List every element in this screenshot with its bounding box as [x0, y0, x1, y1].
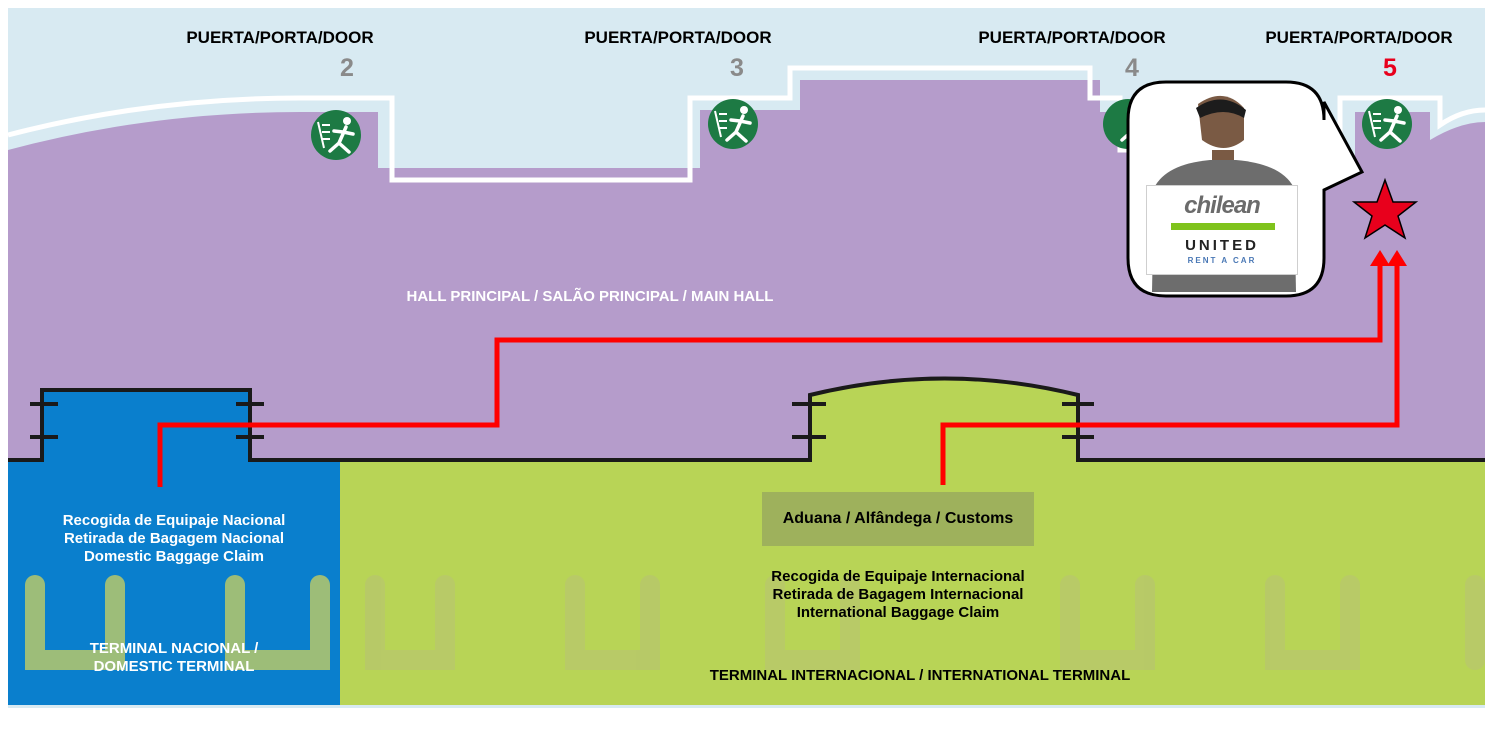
sign-stripe — [1171, 223, 1275, 230]
carousel — [765, 575, 860, 670]
carousel — [365, 575, 455, 670]
route-arrowhead — [1387, 250, 1407, 266]
door-5-label: PUERTA/PORTA/DOOR — [1265, 28, 1453, 47]
international-terminal-label: TERMINAL INTERNACIONAL / INTERNATIONAL T… — [709, 667, 1131, 684]
sign-brand-rent-a-car: RENT A CAR — [1187, 256, 1257, 265]
route-international — [940, 262, 1400, 485]
domestic-baggage-claim-pt: Retirada de Bagagem Nacional — [63, 530, 285, 547]
wall-international — [340, 376, 1485, 462]
door-5-number: 5 — [1383, 54, 1397, 82]
international-baggage-claim-pt: Retirada de Bagagem Internacional — [772, 586, 1024, 603]
door-3-label: PUERTA/PORTA/DOOR — [584, 28, 772, 47]
carousel — [1265, 575, 1360, 670]
sign-brand-united: UNITED — [1185, 237, 1259, 254]
international-baggage-claim-label: Recogida de Equipaje Internacional Retir… — [690, 568, 1106, 622]
baggage-carousels — [25, 575, 1485, 670]
emergency-exit-icon — [1362, 99, 1412, 149]
corridor-outline — [7, 65, 1486, 183]
emergency-exit-icon — [311, 110, 361, 160]
carousel — [225, 575, 330, 670]
international-baggage-claim-en: International Baggage Claim — [796, 604, 1000, 621]
domestic-terminal-line-2: DOMESTIC TERMINAL — [93, 658, 255, 675]
wall-domestic — [8, 388, 340, 462]
domestic-baggage-claim-es: Recogida de Equipaje Nacional — [62, 512, 286, 529]
route-arrowhead — [1370, 250, 1390, 266]
main-hall-label: HALL PRINCIPAL / SALÃO PRINCIPAL / MAIN … — [406, 288, 774, 305]
terminal-walls — [8, 376, 1485, 462]
route-domestic — [157, 262, 1383, 487]
star-icon — [1351, 177, 1419, 240]
carousel — [565, 575, 660, 670]
customs-label: Aduana / Alfândega / Customs — [782, 510, 1014, 527]
customs-area: Aduana / Alfândega / Customs — [762, 492, 1034, 546]
rental-sign: chilean UNITED RENT A CAR — [1146, 185, 1298, 275]
domestic-baggage-claim-label: Recogida de Equipaje Nacional Retirada d… — [8, 512, 340, 566]
domestic-terminal-line-1: TERMINAL NACIONAL / — [89, 640, 259, 657]
door-marks-right — [792, 402, 1094, 439]
door-2-label: PUERTA/PORTA/DOOR — [186, 28, 374, 47]
carousel — [1060, 575, 1155, 670]
door-3-number: 3 — [730, 54, 744, 82]
domestic-baggage-claim-en: Domestic Baggage Claim — [83, 548, 265, 565]
main-hall-area — [8, 80, 1485, 460]
international-baggage-claim-es: Recogida de Equipaje Internacional — [771, 568, 1025, 585]
route-lines — [157, 262, 1400, 487]
door-4-number: 4 — [1125, 54, 1139, 82]
door-marks-left — [30, 402, 264, 439]
carousel — [25, 575, 125, 670]
door-2-number: 2 — [340, 54, 354, 82]
domestic-terminal-label: TERMINAL NACIONAL / DOMESTIC TERMINAL — [8, 640, 340, 676]
emergency-exit-icon — [708, 99, 758, 149]
door-4-label: PUERTA/PORTA/DOOR — [978, 28, 1166, 47]
sign-brand-chilean: chilean — [1184, 192, 1261, 219]
domestic-terminal-area — [8, 390, 340, 705]
